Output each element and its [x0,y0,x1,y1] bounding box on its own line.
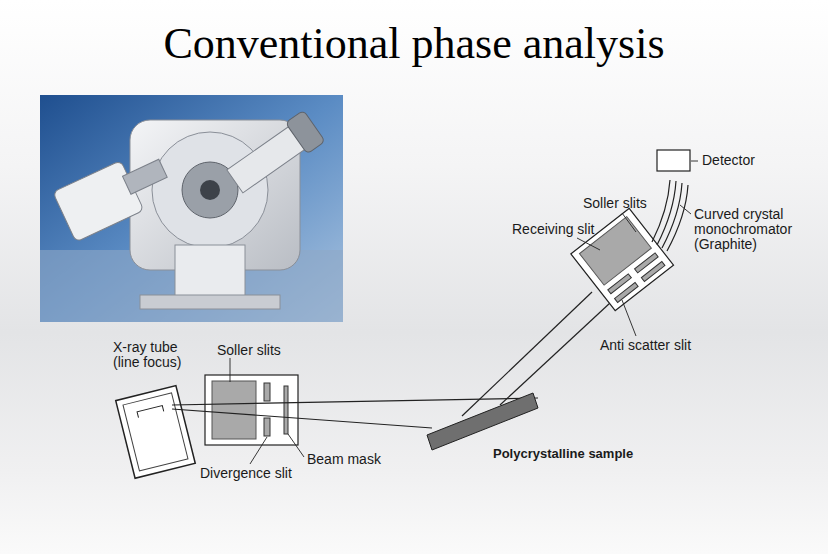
part-label: Soller slits [583,196,647,211]
detector-box [657,150,690,171]
part-label: Soller slits [217,343,281,358]
part-label: Polycrystalline sample [493,446,633,461]
xray-tube [116,386,196,479]
part-label: X-ray tube (line focus) [113,340,195,370]
beam-lines [172,290,624,428]
sample [427,393,538,450]
page-title: Conventional phase analysis [0,18,828,70]
instrument-photo [40,95,343,322]
monochromator [652,180,688,251]
incident-optics [205,375,298,445]
part-label: Detector [702,153,755,168]
leader-lines [230,161,698,464]
part-label: Beam mask [307,452,381,467]
part-label: Receiving slit [512,222,594,237]
part-label: Curved crystal monochromator (Graphite) [694,207,806,252]
part-label: Divergence slit [200,466,292,481]
part-label: Anti scatter slit [600,338,691,353]
